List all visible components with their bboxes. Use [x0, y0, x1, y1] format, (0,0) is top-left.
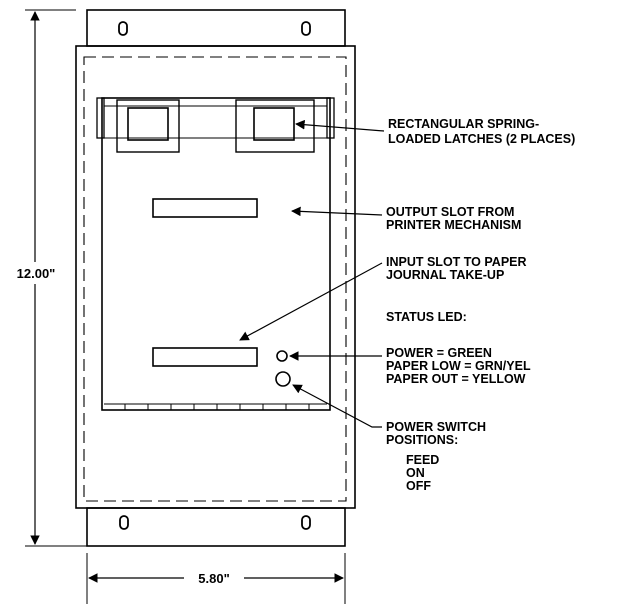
width-dimension-label: 5.80" [198, 571, 229, 586]
input-slot-callout: INPUT SLOT TO PAPER JOURNAL TAKE-UP [386, 255, 527, 282]
latch-leader-line [295, 119, 385, 132]
top-right-mounting-hole [301, 21, 311, 36]
top-left-mounting-hole [118, 21, 128, 36]
status-led-line-3: PAPER OUT = YELLOW [386, 372, 526, 386]
output-slot [152, 198, 258, 218]
power-switch-position-off: OFF [406, 479, 431, 493]
outer-enclosure [75, 45, 356, 509]
width-dimension: 5.80" [86, 553, 346, 604]
input-slot-callout-line-1: INPUT SLOT TO PAPER [386, 255, 527, 269]
bottom-right-mounting-hole [301, 515, 311, 530]
power-switch-leader-line [292, 384, 382, 428]
latch-callout-line-2: LOADED LATCHES (2 PLACES) [388, 132, 575, 146]
input-slot-leader-line [239, 262, 383, 341]
power-switch-position-feed: FEED [406, 453, 439, 467]
power-switch [275, 371, 291, 387]
status-led-line-1: POWER = GREEN [386, 346, 492, 360]
latch-callout: RECTANGULAR SPRING- LOADED LATCHES (2 PL… [388, 117, 575, 146]
height-dimension-label: 12.00" [17, 266, 56, 281]
status-led-line-2: PAPER LOW = GRN/YEL [386, 359, 531, 373]
latch-callout-line-1: RECTANGULAR SPRING- [388, 117, 539, 131]
bottom-left-mounting-hole [119, 515, 129, 530]
printer-door-panel [96, 97, 335, 411]
power-switch-title-line-1: POWER SWITCH [386, 420, 486, 434]
output-slot-callout-line-2: PRINTER MECHANISM [386, 218, 521, 232]
power-switch-title-line-2: POSITIONS: [386, 433, 458, 447]
power-switch-position-on: ON [406, 466, 425, 480]
top-mounting-flange [86, 9, 346, 47]
height-dimension: 12.00" [17, 9, 87, 547]
output-slot-leader-line [291, 206, 383, 217]
dashed-mounting-outline [83, 56, 347, 502]
status-led [276, 350, 288, 362]
status-led-title: STATUS LED: [386, 310, 467, 324]
bottom-mounting-flange [86, 507, 346, 547]
output-slot-callout: OUTPUT SLOT FROM PRINTER MECHANISM [386, 205, 521, 232]
power-switch-callout: POWER SWITCH POSITIONS: FEED ON OFF [386, 420, 486, 493]
output-slot-callout-line-1: OUTPUT SLOT FROM [386, 205, 514, 219]
status-led-callout: STATUS LED: POWER = GREEN PAPER LOW = GR… [386, 310, 531, 386]
left-spring-latch [116, 99, 180, 153]
input-slot-callout-line-2: JOURNAL TAKE-UP [386, 268, 504, 282]
input-slot [152, 347, 258, 367]
right-spring-latch [235, 99, 315, 153]
